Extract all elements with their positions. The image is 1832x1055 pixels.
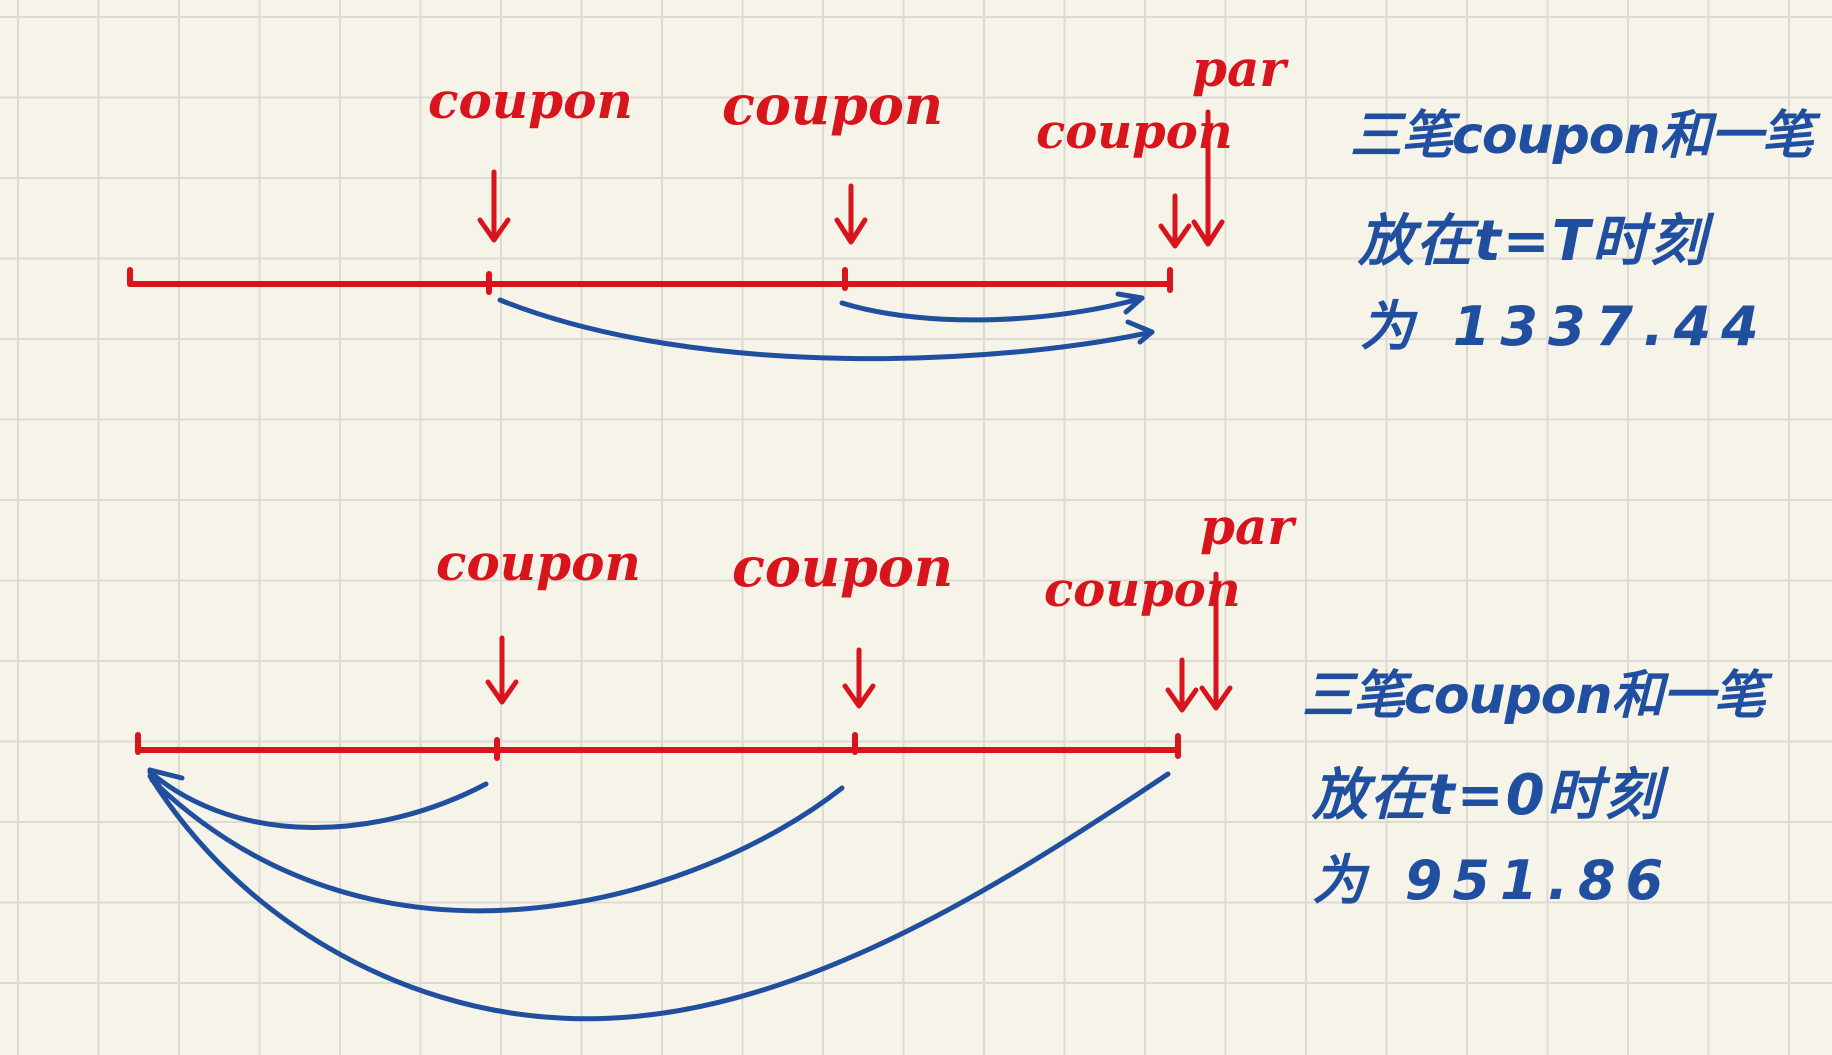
bottom-note-line-2: 放在t=0时刻 [1312,763,1663,828]
bottom-coupon-arrow-3 [1165,657,1199,713]
top-compound-arc-1 [497,297,1155,362]
top-coupon-arrow-3 [1158,193,1192,249]
top-note-line-1: 三笔coupon和一笔 [1350,106,1814,166]
bottom-note-line-1: 三笔coupon和一笔 [1302,666,1766,726]
top-par-label: par [1192,39,1289,98]
bottom-discount-arrowhead [147,767,185,801]
top-coupon-label-2: coupon [722,73,943,137]
top-coupon-arrow-1 [477,169,511,243]
bottom-coupon-label-2: coupon [732,535,953,599]
bottom-discount-arc-1 [147,769,489,830]
top-coupon-label-1: coupon [428,71,633,130]
bottom-timeline-group: coupon coupon coupon par [135,497,1297,1022]
bottom-note: 三笔coupon和一笔 放在t=0时刻 为 951.86 [1302,666,1766,912]
bottom-discount-arc-2 [149,777,845,914]
bottom-par-arrow [1199,571,1233,711]
bottom-coupon-label-3: coupon [1044,562,1241,618]
top-coupon-arrow-2 [834,183,868,245]
bottom-coupon-label-1: coupon [436,533,641,592]
top-note: 三笔coupon和一笔 放在t=T时刻 为 1337.44 [1350,106,1814,358]
top-coupon-label-3: coupon [1036,104,1233,160]
bottom-coupon-arrow-1 [485,635,519,705]
top-note-line-2: 放在t=T时刻 [1358,209,1708,274]
bottom-note-line-3: 为 951.86 [1312,849,1674,912]
bottom-par-label: par [1200,497,1297,556]
top-timeline-group: coupon coupon coupon par [127,39,1289,362]
top-par-arrow [1191,109,1225,247]
top-compound-arc-2 [839,291,1145,323]
bottom-discount-arc-3 [147,771,1171,1022]
top-note-line-3: 为 1337.44 [1360,295,1769,358]
bottom-coupon-arrow-2 [842,647,876,709]
